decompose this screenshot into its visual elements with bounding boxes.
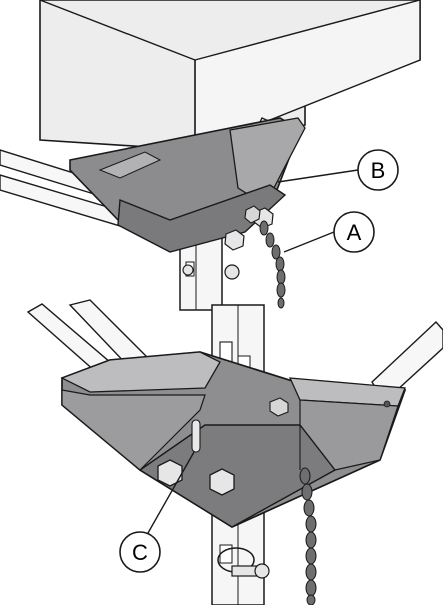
lock-pin (217, 547, 270, 579)
callout-a: A (283, 211, 375, 253)
callout-c-label: C (132, 540, 148, 565)
top-view: B A (0, 0, 421, 311)
callout-b-label: B (371, 158, 386, 183)
slot-c (191, 419, 201, 453)
chain-a (259, 220, 286, 309)
chain-bottom (299, 467, 317, 605)
bracket-bolts-bottom (157, 397, 289, 496)
callout-c: C (119, 451, 195, 573)
callout-b: B (277, 149, 399, 191)
mounting-bracket-b (69, 117, 306, 253)
callout-a-label: A (347, 220, 362, 245)
bottom-view: C (26, 299, 443, 605)
bracket-bolts-top (182, 205, 274, 280)
mounting-bracket-bottom (60, 351, 407, 528)
